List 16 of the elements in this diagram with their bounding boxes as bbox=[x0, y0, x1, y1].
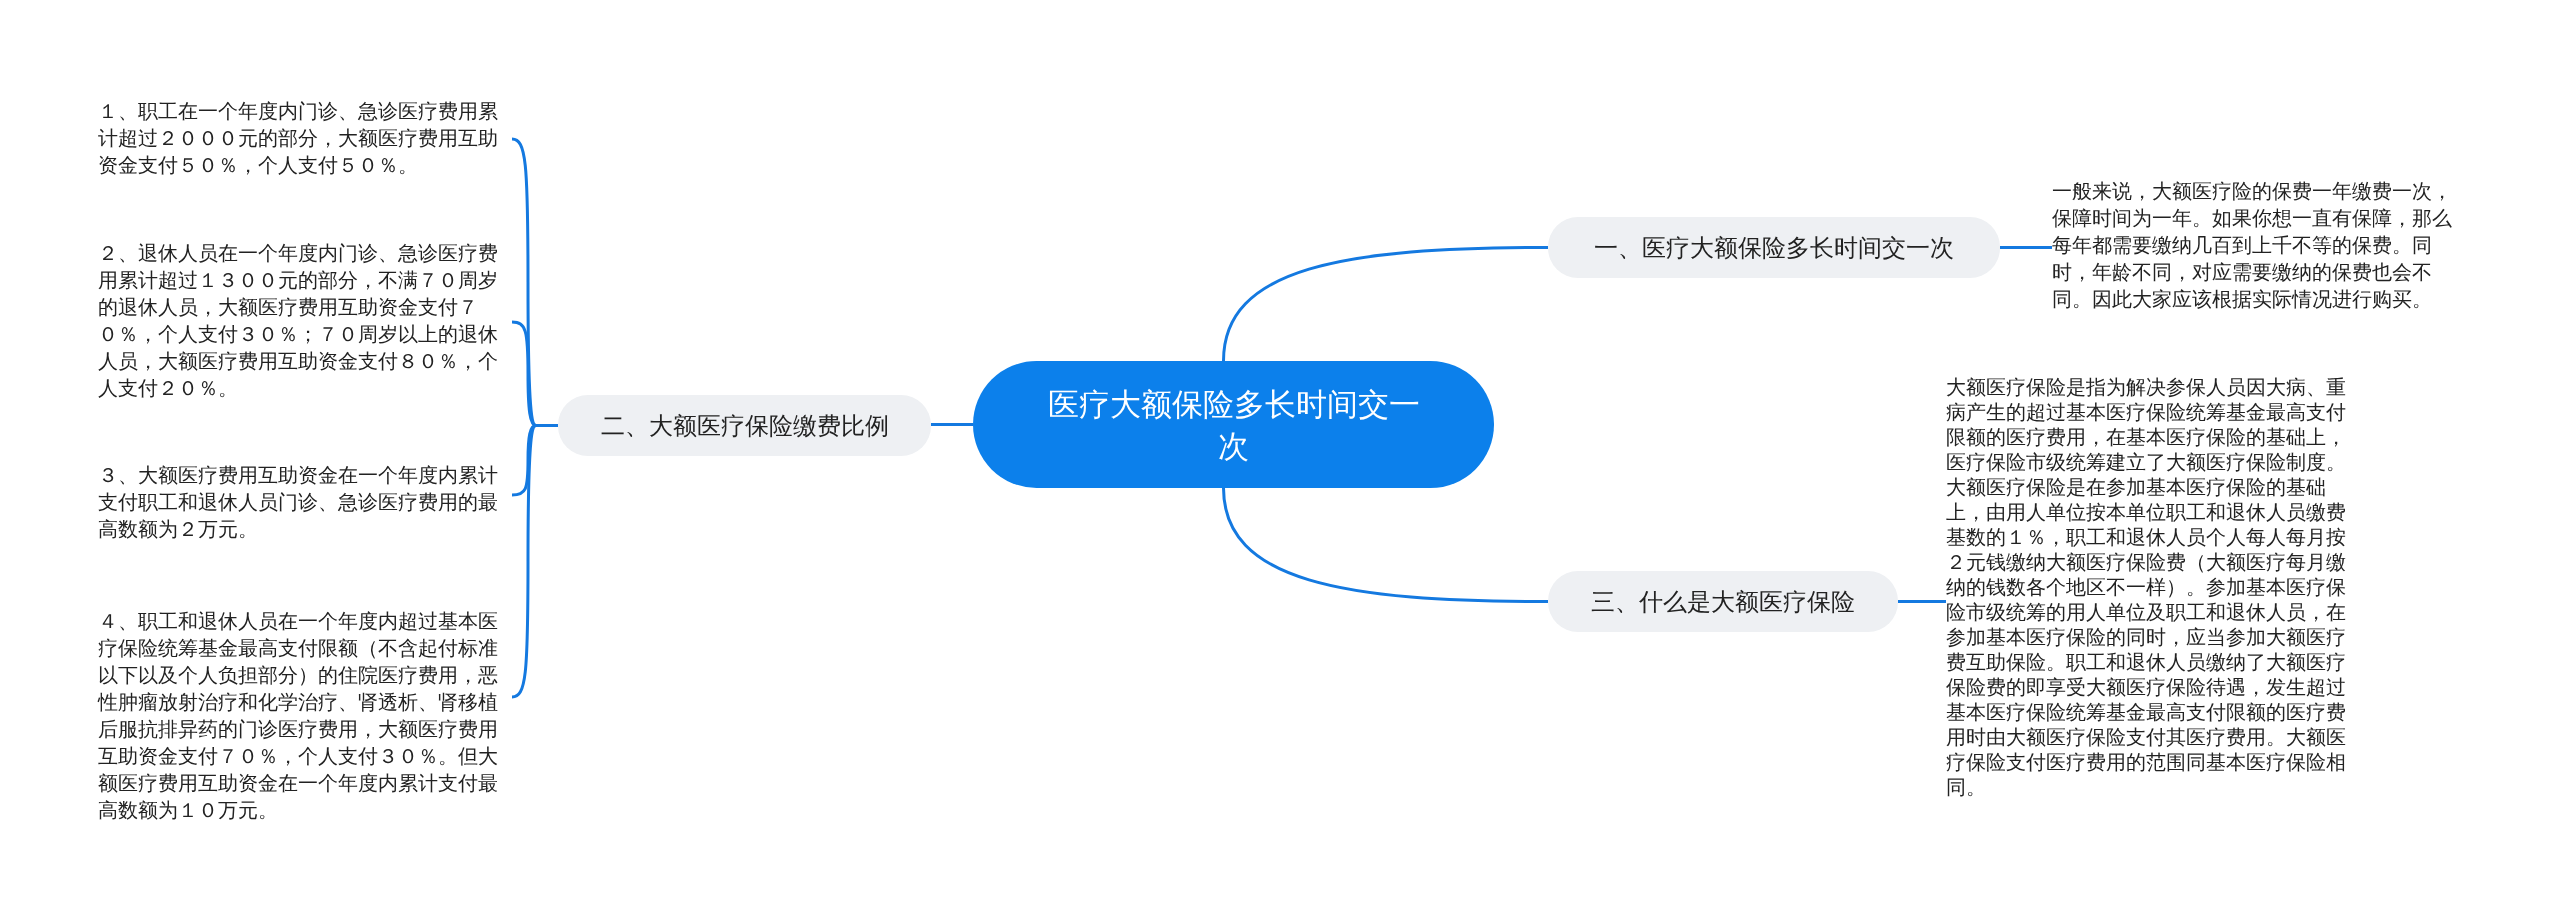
connector-line bbox=[1222, 487, 1548, 603]
topic-text: 一般来说，大额医疗险的保费一年缴费一次，保障时间为一年。如果你想一直有保障，那么每年都需要缴纳几百到上千不等的保费。同时，年龄不同，对应需要缴纳的保费也会不同。因此大家应该根据实际情况进行购买。 bbox=[2052, 178, 2464, 313]
connector-line bbox=[931, 423, 973, 426]
topic-pill: 一、医疗大额保险多长时间交一次 bbox=[1548, 217, 2000, 278]
connector-line bbox=[1898, 600, 1946, 603]
connector-line bbox=[511, 424, 558, 699]
connector-line bbox=[2000, 246, 2052, 249]
central-topic: 医疗大额保险多长时间交一次 bbox=[973, 361, 1494, 488]
topic-text: ３、大额医疗费用互助资金在一个年度内累计支付职工和退休人员门诊、急诊医疗费用的最高数额为２万元。 bbox=[98, 462, 512, 543]
topic-pill: 二、大额医疗保险缴费比例 bbox=[558, 395, 931, 456]
topic-pill: 三、什么是大额医疗保险 bbox=[1548, 571, 1898, 632]
connector-line bbox=[1222, 246, 1548, 362]
topic-text: ４、职工和退休人员在一个年度内超过基本医疗保险统筹基金最高支付限额（不含起付标准以下以及个人负担部分）的住院医疗费用，恶性肿瘤放射治疗和化学治疗、肾透析、肾移植后服抗排异药的门诊医疗费用，大额医疗费用互助资金支付７０％，个人支付３０％。但大额医疗费用互助资金在一个年度内累计支付最高数额为１０万元。 bbox=[98, 608, 512, 824]
topic-text: １、职工在一个年度内门诊、急诊医疗费用累计超过２０００元的部分，大额医疗费用互助资金支付５０％，个人支付５０％。 bbox=[98, 98, 512, 179]
topic-text: 大额医疗保险是指为解决参保人员因大病、重病产生的超过基本医疗保险统筹基金最高支付限额的医疗费用，在基本医疗保险的基础上，医疗保险市级统筹建立了大额医疗保险制度。大额医疗保险是在参加基本医疗保险的基础上，由用人单位按本单位职工和退休人员缴费基数的１％，职工和退休人员个人每人每月按２元钱缴纳大额医疗保险费（大额医疗每月缴纳的钱数各个地区不一样）。参加基本医疗保险市级统筹的用人单位及职工和退休人员，在参加基本医疗保险的同时，应当参加大额医疗费互助保险。职工和退休人员缴纳了大额医疗保险费的即享受大额医疗保险待遇，发生超过基本医疗保险统筹基金最高支付限额的医疗费用时由大额医疗保险支付其医疗费用。大额医疗保险支付医疗费用的范围同基本医疗保险相同。 bbox=[1946, 375, 2362, 800]
topic-text: ２、退休人员在一个年度内门诊、急诊医疗费用累计超过１３００元的部分，不满７０周岁的退休人员，大额医疗费用互助资金支付７０％，个人支付３０％；７０周岁以上的退休人员，大额医疗费用互助资金支付８０％，个人支付２０％。 bbox=[98, 240, 512, 402]
